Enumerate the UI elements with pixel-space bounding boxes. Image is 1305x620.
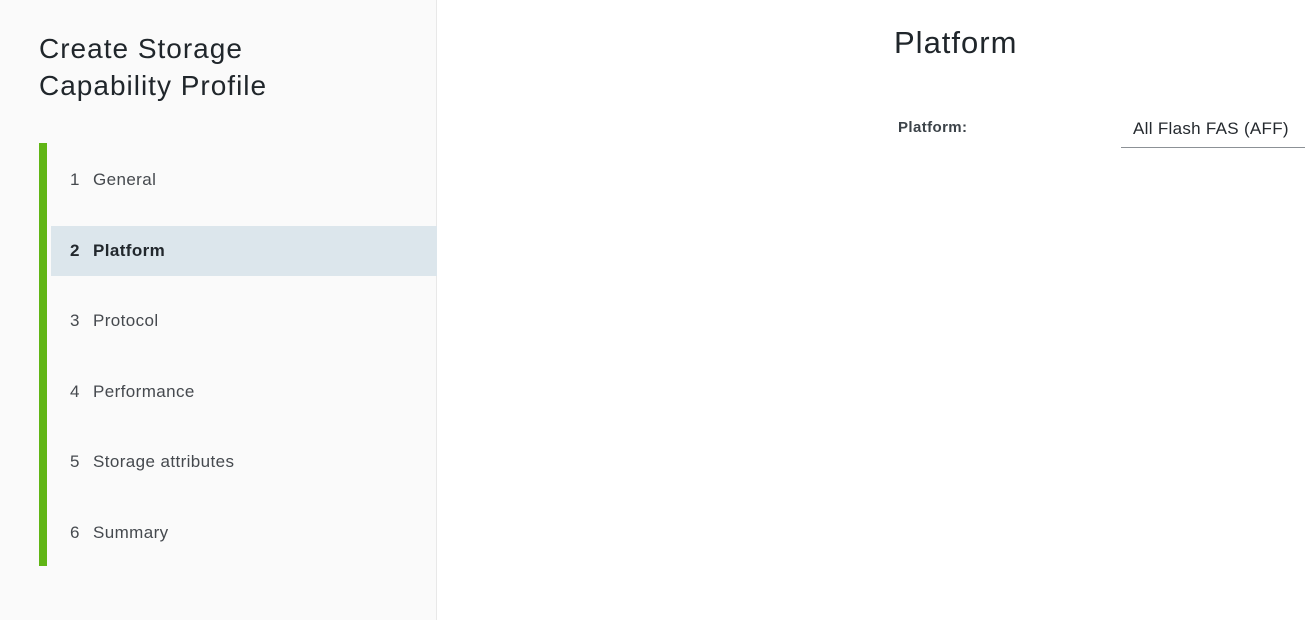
step-number: 1 [70,170,80,189]
step-label: Protocol [93,311,159,330]
step-list: 1 General 2 Platform 3 Protocol 4 Perfor… [51,155,437,578]
sidebar-step-performance[interactable]: 4 Performance [51,367,437,417]
step-label: Summary [93,522,169,542]
step-number: 3 [70,311,80,330]
sidebar-step-platform[interactable]: 2 Platform [51,225,437,276]
sidebar-step-summary[interactable]: 6 Summary [51,508,437,558]
page-title: Platform [894,25,1018,60]
platform-field-label: Platform: [898,119,968,136]
green-accent-bar [39,143,47,566]
step-label: Performance [93,381,195,401]
platform-select[interactable]: All Flash FAS (AFF) [1121,112,1305,148]
wizard-title: Create Storage Capability Profile [39,33,268,101]
step-number: 4 [70,381,80,401]
platform-select-value: All Flash FAS (AFF) [1133,119,1289,138]
wizard-sidebar: Create Storage Capability Profile 1 Gene… [0,0,437,620]
step-label: Storage attributes [93,452,235,471]
step-number: 6 [70,522,80,542]
sidebar-step-general[interactable]: 1 General [51,155,437,205]
step-label: General [93,170,157,189]
step-number: 2 [70,240,80,260]
sidebar-step-protocol[interactable]: 3 Protocol [51,296,437,346]
step-number: 5 [70,452,80,471]
wizard-content: Platform Platform: All Flash FAS (AFF) C… [438,0,1305,620]
step-label: Platform [93,240,166,260]
sidebar-step-storage-attributes[interactable]: 5 Storage attributes [51,437,437,487]
